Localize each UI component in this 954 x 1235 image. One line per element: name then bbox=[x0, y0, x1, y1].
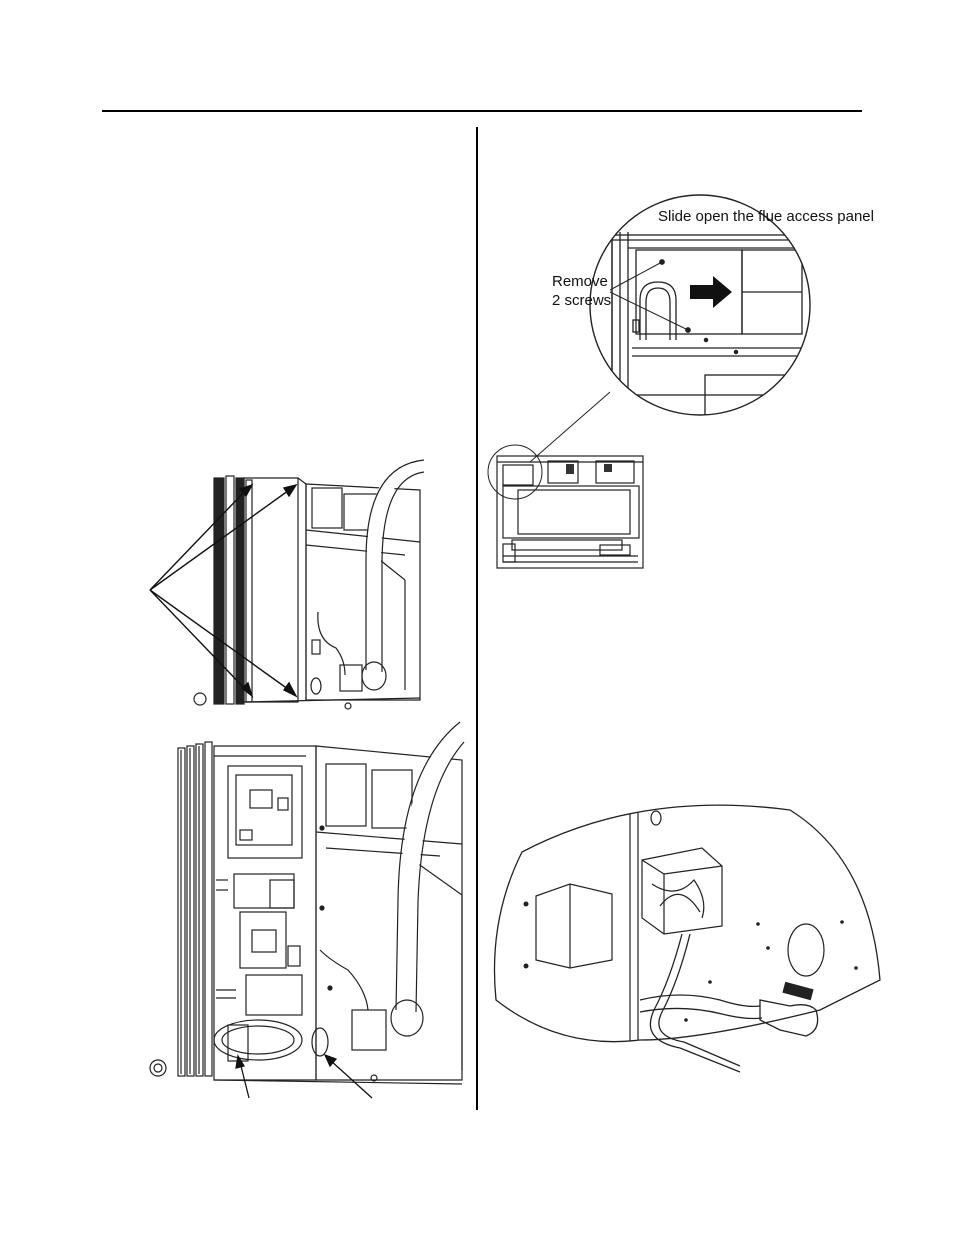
callout-slide-panel: Slide open the flue access panel bbox=[658, 207, 874, 226]
header-rule bbox=[102, 110, 862, 112]
callout-remove-screws-2: 2 screws bbox=[552, 291, 611, 310]
unit-side-panels-figure bbox=[140, 455, 440, 715]
callout-remove-screws-1: Remove bbox=[552, 272, 608, 291]
column-divider bbox=[476, 127, 478, 1110]
unit-internal-figure bbox=[140, 720, 470, 1100]
unit-front-small-figure bbox=[484, 450, 654, 575]
junction-box-detail-figure bbox=[490, 800, 890, 1085]
